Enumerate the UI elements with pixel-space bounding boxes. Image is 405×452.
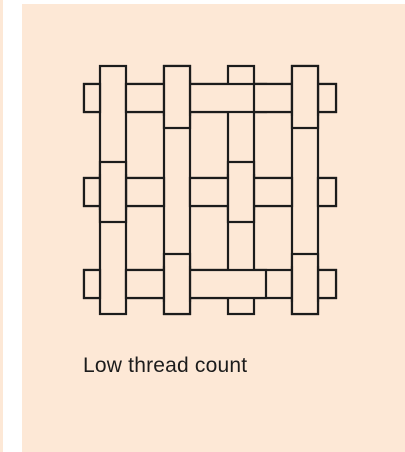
weft-over-bot-c xyxy=(318,270,336,298)
weft-over-bot-b xyxy=(126,270,266,298)
weft-over-bot-a xyxy=(84,270,100,298)
weft-over-top-d xyxy=(254,84,292,112)
weft-over-mid-a xyxy=(126,178,164,206)
weft-over-mid-c xyxy=(318,178,336,206)
plain-weave-icon xyxy=(82,58,342,324)
weft-over-top-a xyxy=(126,84,266,112)
thread-count-card: Low thread count xyxy=(22,4,405,452)
weft-over-top-b xyxy=(84,84,100,112)
left-edge-strip xyxy=(0,0,3,452)
weft-over-mid-d xyxy=(84,178,100,206)
weft-over-top-c xyxy=(318,84,336,112)
caption-low-thread-count: Low thread count xyxy=(83,353,247,379)
